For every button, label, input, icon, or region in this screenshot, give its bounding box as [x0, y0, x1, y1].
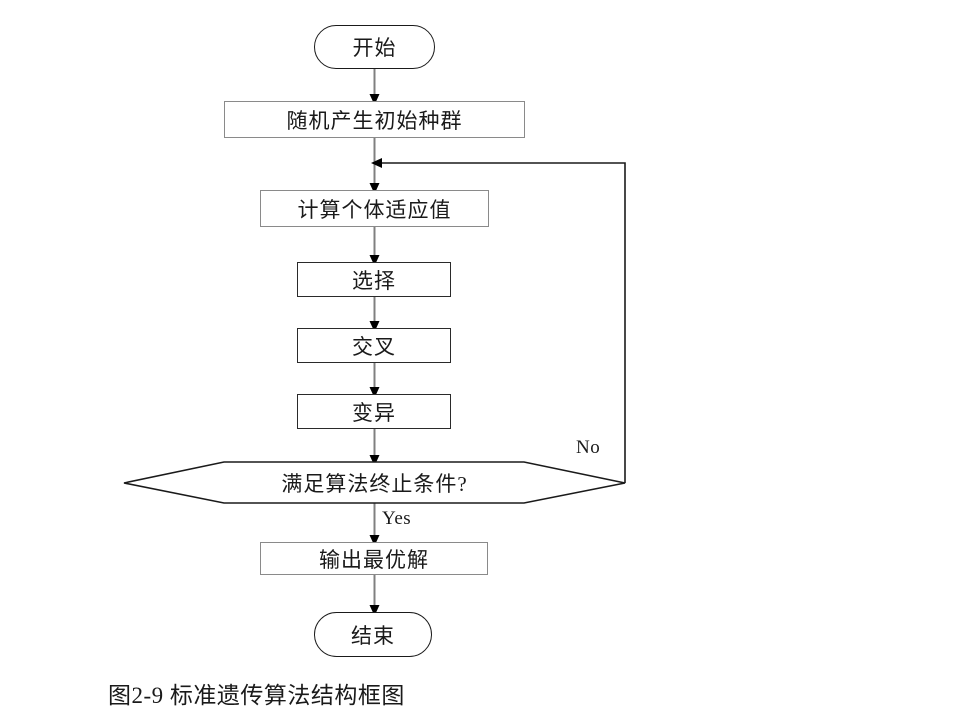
node-selection[interactable]: 选择	[297, 262, 451, 297]
node-output-best-solution-label: 输出最优解	[319, 547, 429, 572]
node-crossover-label: 交叉	[352, 334, 396, 359]
edge-loop-back-no	[371, 158, 626, 483]
node-start-label: 开始	[352, 36, 397, 60]
edge-label-yes: Yes	[382, 508, 412, 529]
node-selection-label: 选择	[352, 268, 396, 293]
node-mutation-label: 变异	[352, 400, 396, 425]
node-crossover[interactable]: 交叉	[297, 328, 451, 363]
node-compute-fitness-label: 计算个体适应值	[297, 197, 452, 222]
node-start[interactable]: 开始	[314, 25, 435, 69]
node-output-best-solution[interactable]: 输出最优解	[260, 542, 488, 575]
node-init-population[interactable]: 随机产生初始种群	[224, 101, 525, 138]
node-termination-condition-label: 满足算法终止条件?	[281, 472, 468, 496]
node-compute-fitness[interactable]: 计算个体适应值	[260, 190, 489, 227]
decision-hexagon-shape	[123, 461, 626, 504]
edge-label-no: No	[576, 437, 601, 458]
node-termination-condition[interactable]: 满足算法终止条件?	[124, 462, 625, 504]
node-mutation[interactable]: 变异	[297, 394, 451, 429]
figure-caption: 图2-9 标准遗传算法结构框图	[108, 683, 405, 708]
node-end-label: 结束	[351, 623, 395, 648]
node-init-population-label: 随机产生初始种群	[286, 108, 463, 133]
node-end[interactable]: 结束	[314, 612, 432, 657]
